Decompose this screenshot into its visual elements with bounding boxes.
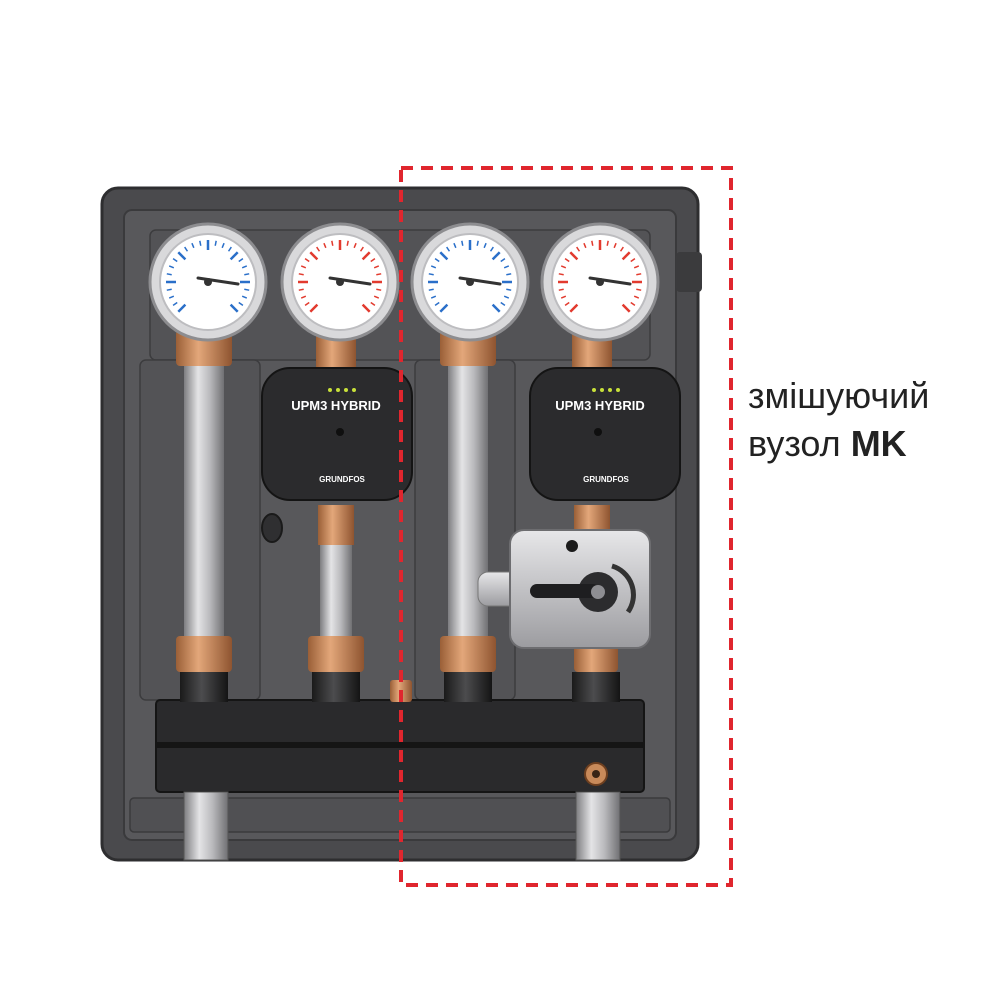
- pump-2-led-icon: [592, 388, 620, 392]
- gauge-2: [280, 222, 400, 342]
- drain-fitting-hole: [592, 770, 600, 778]
- circulation-pump-1: UPM3 HYBRID GRUNDFOS: [261, 367, 413, 501]
- pump-1-led-icon: [328, 388, 356, 392]
- pump-2-model-label: UPM3 HYBRID: [555, 398, 645, 413]
- pump-1-model-label: UPM3 HYBRID: [291, 398, 381, 413]
- column-1: [176, 330, 232, 702]
- mixing-unit-caption: змішуючий вузол MK: [748, 372, 988, 468]
- gauge-4: [540, 222, 660, 342]
- frame-side-port: [676, 252, 702, 292]
- column-2: [308, 330, 364, 702]
- valve-handle-icon: [530, 572, 618, 612]
- valve-scale-icon: [611, 563, 636, 614]
- circulation-pump-2: UPM3 HYBRID GRUNDFOS: [529, 367, 681, 501]
- column-3: [440, 330, 496, 702]
- actuator-button-icon: [566, 540, 578, 552]
- mixing-valve-actuator: [477, 529, 651, 649]
- pump-1-brand-label: GRUNDFOS: [319, 475, 365, 484]
- gauge-1: [148, 222, 268, 342]
- mounting-hole: [261, 513, 283, 543]
- gauge-3: [410, 222, 530, 342]
- manifold-divider: [156, 742, 644, 748]
- mixing-unit-highlight: [399, 166, 733, 887]
- caption-line-2-bold: MK: [850, 423, 907, 464]
- caption-line-2-prefix: вузол: [748, 423, 841, 464]
- thermometer-gauges: [148, 222, 660, 342]
- bottom-pipe-right: [575, 791, 621, 861]
- caption-line-2: вузол MK: [748, 420, 988, 468]
- caption-line-1: змішуючий: [748, 375, 930, 416]
- pump-2-brand-label: GRUNDFOS: [583, 475, 629, 484]
- bottom-pipe-left: [183, 791, 229, 861]
